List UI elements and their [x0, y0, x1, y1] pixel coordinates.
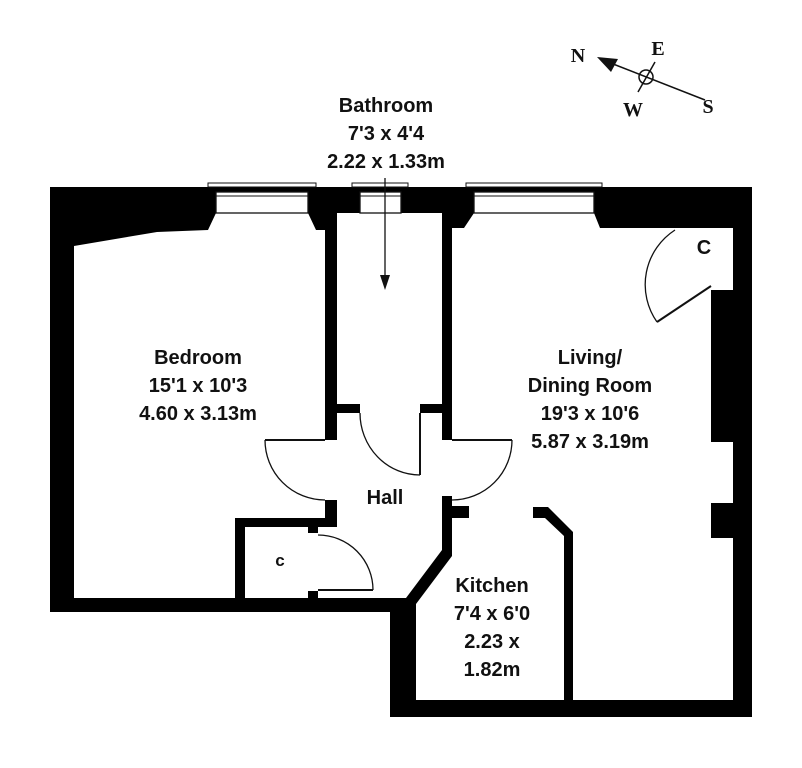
- cupboard-hall-door: [317, 534, 374, 591]
- svg-text:7'3 x 4'4: 7'3 x 4'4: [348, 123, 425, 145]
- svg-text:Kitchen: Kitchen: [455, 575, 528, 597]
- svg-text:2.23 x: 2.23 x: [464, 631, 520, 653]
- living-kitchen-floor: [416, 213, 733, 700]
- svg-text:5.87 x 3.19m: 5.87 x 3.19m: [531, 431, 649, 453]
- kitchen-label: Kitchen 7'4 x 6'0 2.23 x 1.82m: [454, 575, 530, 681]
- kitchen-wall-stub: [452, 506, 469, 518]
- bathroom-floor: [337, 213, 442, 404]
- cupboard-hall-label: c: [275, 551, 284, 570]
- kitchen-divider-wall: [533, 507, 573, 700]
- hall-floor: [318, 413, 442, 598]
- compass-icon: N E W S: [571, 38, 714, 121]
- bathroom-pointer-arrow: [380, 178, 390, 290]
- cupboard-door-gap: [307, 533, 319, 591]
- cupboard-hall-floor: [245, 527, 308, 598]
- compass-east: E: [651, 38, 664, 60]
- cupboard-living-door: [644, 229, 712, 323]
- svg-text:4.60 x 3.13m: 4.60 x 3.13m: [139, 403, 257, 425]
- living-door: [451, 439, 513, 501]
- svg-text:2.22 x 1.33m: 2.22 x 1.33m: [327, 151, 445, 173]
- compass-north: N: [571, 45, 586, 67]
- living-label: Living/ Dining Room 19'3 x 10'6 5.87 x 3…: [528, 347, 652, 453]
- svg-text:1.82m: 1.82m: [464, 659, 521, 681]
- svg-text:7'4 x 6'0: 7'4 x 6'0: [454, 603, 530, 625]
- bathroom-window: [351, 182, 409, 214]
- svg-text:Bedroom: Bedroom: [154, 347, 242, 369]
- bathroom-label: Bathroom 7'3 x 4'4 2.22 x 1.33m: [327, 95, 445, 173]
- bedroom-label: Bedroom 15'1 x 10'3 4.60 x 3.13m: [139, 347, 257, 425]
- bedroom-floor: [74, 213, 325, 598]
- svg-text:19'3 x 10'6: 19'3 x 10'6: [541, 403, 640, 425]
- bedroom-door: [264, 439, 326, 501]
- hall-label: Hall: [367, 487, 404, 509]
- bedroom-window: [207, 182, 317, 214]
- compass-south: S: [702, 96, 713, 118]
- svg-text:Bathroom: Bathroom: [339, 95, 433, 117]
- svg-text:15'1 x 10'3: 15'1 x 10'3: [149, 375, 248, 397]
- svg-text:Dining Room: Dining Room: [528, 375, 652, 397]
- bedroom-door-gap: [324, 440, 338, 500]
- svg-text:Living/: Living/: [558, 347, 623, 369]
- bathroom-door: [359, 412, 421, 476]
- compass-west: W: [623, 99, 643, 121]
- bathroom-door-gap: [360, 403, 420, 414]
- cupboard-living-label: C: [697, 237, 711, 259]
- living-door-gap: [441, 440, 453, 496]
- living-window: [465, 182, 603, 214]
